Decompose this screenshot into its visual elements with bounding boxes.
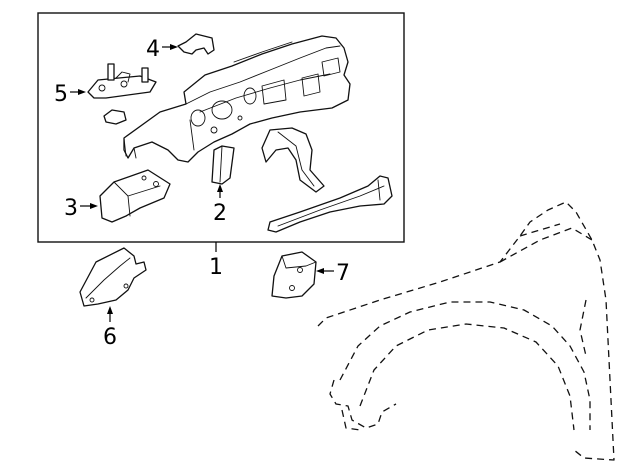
part-2-block [211,145,235,185]
callout-5: 5 [54,82,68,107]
part-7-bracket [271,251,317,299]
callout-4: 4 [146,37,160,62]
callout-2: 2 [213,201,227,226]
callout-1: 1 [209,255,223,280]
wheelhouse-extension [261,127,325,193]
assembly-box [37,12,405,243]
lower-rail [267,175,393,233]
part-6-bracket [79,247,147,307]
part-4-bracket [177,33,215,55]
callout-7: 7 [336,261,350,286]
part-3-bracket [99,169,171,223]
part-5-bracket [87,63,157,99]
fender-outline [317,201,615,461]
leader-lines [70,44,334,322]
callout-6: 6 [103,325,117,350]
callout-3: 3 [64,196,78,221]
part-apron-assembly [123,35,351,163]
small-clip [103,109,127,125]
